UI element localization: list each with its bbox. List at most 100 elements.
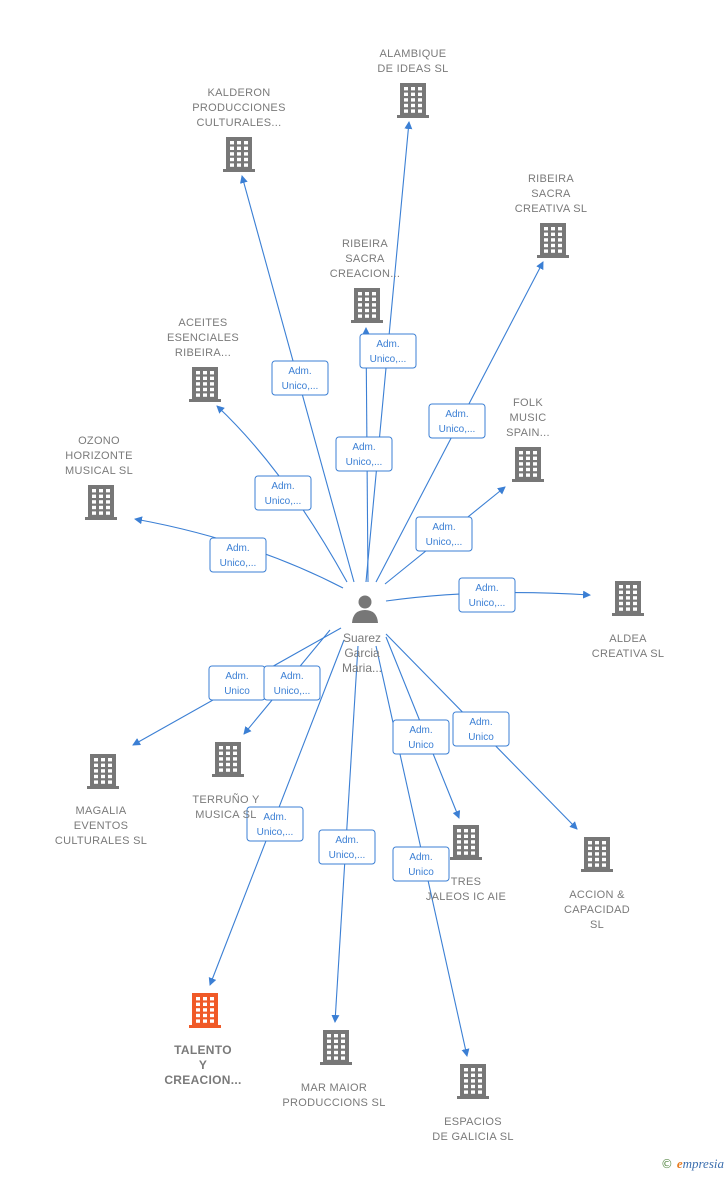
edge-label-line: Adm.	[376, 339, 399, 350]
building-icon	[457, 1064, 489, 1099]
building-icon	[537, 223, 569, 258]
edge-label-tres[interactable]: Adm. Unico	[392, 719, 450, 755]
company-label-line: DE GALICIA SL	[432, 1131, 514, 1143]
edge-label-folk[interactable]: Adm. Unico,...	[415, 516, 473, 552]
company-node-ribeira-creacion[interactable]: RIBEIRASACRACREACION...	[330, 238, 401, 323]
company-label-line: PRODUCCIONS SL	[282, 1097, 385, 1109]
edge-label-line: Adm.	[432, 522, 455, 533]
edge-label-kalderon[interactable]: Adm. Unico,...	[271, 360, 329, 396]
edge-label-line: Unico,...	[282, 381, 319, 392]
company-label-line: CREATIVA SL	[592, 648, 665, 660]
company-label-line: TRES	[451, 876, 482, 888]
company-label-line: SPAIN...	[506, 427, 550, 439]
edge-label-box	[209, 537, 267, 573]
building-icon	[320, 1030, 352, 1065]
edge-label-line: Adm.	[409, 852, 432, 863]
center-person[interactable]: SuarezGarciaMaria...	[342, 595, 382, 676]
edge-label-aldea[interactable]: Adm.Unico,...	[458, 577, 516, 613]
edge-label-espacios[interactable]: Adm. Unico	[392, 846, 450, 882]
company-label-line: MUSICAL SL	[65, 465, 133, 477]
edge-label-box	[452, 711, 510, 747]
edge-label-ribeira-creativa[interactable]: Adm. Unico,...	[428, 403, 486, 439]
company-label-line: ALDEA	[609, 633, 647, 645]
company-node-aceites[interactable]: ACEITESESENCIALESRIBEIRA...	[167, 317, 239, 402]
edge-label-line: Unico,...	[274, 686, 311, 697]
edge-label-terruno[interactable]: Adm. Unico,...	[263, 665, 321, 701]
edge-label-line: Adm.	[263, 812, 286, 823]
company-label-line: TALENTO	[174, 1043, 232, 1057]
edge-label-box	[392, 846, 450, 882]
company-label-line: EVENTOS	[74, 820, 128, 832]
building-icon	[223, 137, 255, 172]
building-icon	[189, 993, 221, 1028]
edge-label-box	[246, 806, 304, 842]
company-label-line: CAPACIDAD	[564, 904, 630, 916]
edge-label-line: Unico,...	[439, 424, 476, 435]
edge-label-line: Adm.	[271, 481, 294, 492]
edge-label-line: Adm.	[225, 671, 248, 682]
company-label-line: RIBEIRA...	[175, 347, 231, 359]
company-node-folk[interactable]: FOLKMUSICSPAIN...	[506, 397, 550, 482]
person-label-line: Suarez	[343, 631, 381, 645]
company-label-line: JALEOS IC AIE	[426, 891, 506, 903]
company-label-line: ESPACIOS	[444, 1116, 502, 1128]
company-label-line: KALDERON	[208, 87, 271, 99]
building-icon	[212, 742, 244, 777]
edge-label-line: Adm.	[409, 725, 432, 736]
edge-label-line: Adm.	[352, 442, 375, 453]
edge-label-box	[263, 665, 321, 701]
building-icon	[512, 447, 544, 482]
building-icon	[351, 288, 383, 323]
edge-label-box	[254, 475, 312, 511]
edge-label-line: Unico	[408, 867, 434, 878]
edge-label-line: Adm.	[469, 717, 492, 728]
edge-label-line: Adm.	[445, 409, 468, 420]
edge-label-line: Unico,...	[469, 598, 506, 609]
company-node-talento[interactable]: TALENTOYCREACION...	[164, 993, 241, 1087]
edge-label-box	[271, 360, 329, 396]
building-icon	[85, 485, 117, 520]
company-label-line: SL	[590, 919, 604, 931]
edge-label-line: Adm.	[280, 671, 303, 682]
edge-label-line: Unico,...	[426, 537, 463, 548]
brand-name: mpresia	[682, 1156, 724, 1171]
edge-label-mar[interactable]: Adm.Unico,...	[318, 829, 376, 865]
company-node-tres[interactable]: TRES JALEOS IC AIE	[426, 825, 506, 903]
company-label-line: FOLK	[513, 397, 543, 409]
building-icon	[87, 754, 119, 789]
copyright-icon: ©	[660, 1157, 673, 1171]
edge-label-ozono[interactable]: Adm.Unico,...	[209, 537, 267, 573]
edge-label-talento[interactable]: Adm.Unico,...	[246, 806, 304, 842]
company-label-line: CREACION...	[164, 1073, 241, 1087]
company-label-line: HORIZONTE	[65, 450, 132, 462]
edge-label-accion[interactable]: Adm. Unico	[452, 711, 510, 747]
edge-label-box	[335, 436, 393, 472]
company-label-line: MAGALIA	[75, 805, 126, 817]
edge-label-line: Unico	[468, 732, 494, 743]
company-label-line: ACEITES	[178, 317, 227, 329]
company-node-kalderon[interactable]: KALDERONPRODUCCIONESCULTURALES...	[192, 87, 285, 172]
building-icon	[612, 581, 644, 616]
footer-brand: ©empresia	[661, 1156, 724, 1172]
edge-label-line: Unico	[408, 740, 434, 751]
edge-label-box	[428, 403, 486, 439]
company-node-aldea[interactable]: ALDEA CREATIVA SL	[592, 581, 665, 660]
person-icon	[352, 595, 378, 623]
edge-label-line: Adm.	[288, 366, 311, 377]
company-node-espacios[interactable]: ESPACIOS DE GALICIA SL	[432, 1064, 514, 1143]
edge-label-aceites[interactable]: Adm.Unico,...	[254, 475, 312, 511]
edge-label-magalia[interactable]: Adm.Unico	[208, 665, 266, 701]
company-label-line: CULTURALES...	[197, 117, 282, 129]
company-label-line: CREACION...	[330, 268, 401, 280]
edge-label-alambique[interactable]: Adm.Unico,...	[359, 333, 417, 369]
company-label-line: MUSICA SL	[195, 809, 256, 821]
edge-label-ribeira-creacion[interactable]: Adm.Unico,...	[335, 436, 393, 472]
